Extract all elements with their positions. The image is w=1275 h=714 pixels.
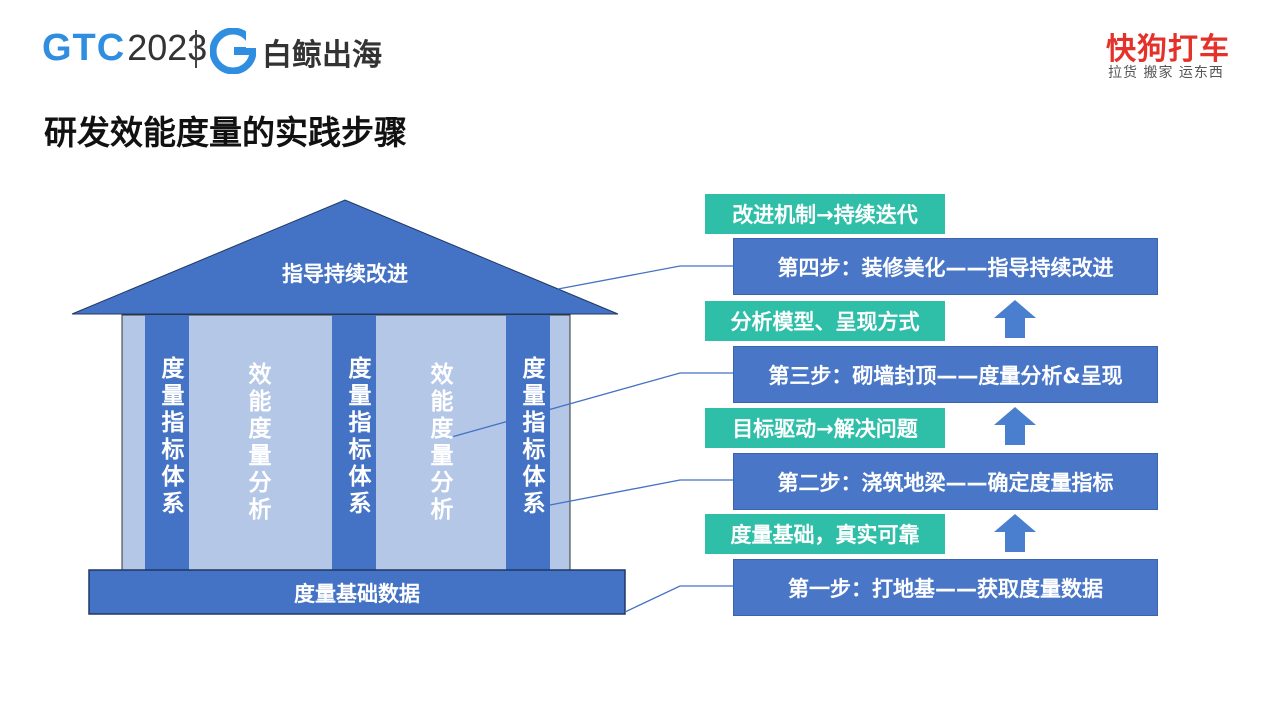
inner-left-label: 效能度量分析: [244, 362, 270, 524]
step4-box: 第四步：装修美化——指导持续改进: [733, 238, 1158, 295]
pillar-mid-label: 度量指标体系: [344, 356, 370, 518]
gtc-logo-year: 2023: [127, 27, 208, 68]
connector-analysis: [447, 372, 735, 439]
step2-tag: 目标驱动→解决问题: [705, 408, 945, 448]
step2-box: 第二步：浇筑地梁——确定度量指标: [733, 453, 1158, 510]
house-roof: [71, 199, 619, 315]
pillar-left: [145, 315, 189, 571]
logo-divider: [195, 30, 197, 68]
brand-slogan: 拉货 搬家 运东西: [1108, 65, 1224, 81]
pillar-right-label: 度量指标体系: [518, 356, 544, 518]
page-title: 研发效能度量的实践步骤: [44, 113, 407, 152]
brand-logo-text: 快狗打车: [1106, 32, 1230, 67]
connector-roof: [557, 265, 735, 290]
step1-tag: 度量基础，真实可靠: [705, 514, 945, 554]
inner-right-label: 效能度量分析: [426, 362, 452, 524]
pillar-right: [506, 315, 550, 571]
connector-base: [624, 585, 735, 613]
pillar-left-label: 度量指标体系: [157, 356, 183, 518]
connector-pillar: [549, 479, 735, 506]
up-arrow-icon: [994, 407, 1036, 445]
gtc-logo-text: GTC: [42, 26, 126, 69]
whale-logo-icon: [210, 28, 256, 74]
base-label: 度量基础数据: [294, 582, 420, 606]
house-base: [88, 569, 626, 615]
step3-box: 第三步：砌墙封顶——度量分析&呈现: [733, 346, 1158, 403]
step1-box: 第一步：打地基——获取度量数据: [733, 559, 1158, 616]
step3-tag: 分析模型、呈现方式: [705, 301, 945, 341]
up-arrow-icon: [994, 514, 1036, 552]
step4-tag: 改进机制→持续迭代: [705, 194, 945, 234]
partner-logo-text: 白鲸出海: [262, 38, 382, 73]
roof-label: 指导持续改进: [282, 262, 408, 286]
up-arrow-icon: [994, 300, 1036, 338]
pillar-mid: [332, 315, 376, 571]
